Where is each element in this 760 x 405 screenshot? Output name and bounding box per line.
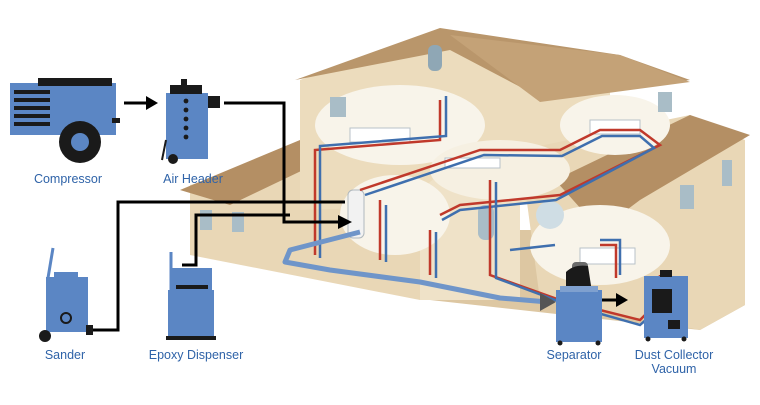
connector-epoxy-house bbox=[182, 213, 290, 267]
air-header-wheel bbox=[168, 154, 178, 164]
pipe-blue-4 bbox=[509, 238, 622, 275]
sander-wheel bbox=[39, 330, 51, 342]
separator-foot-1 bbox=[557, 340, 563, 346]
epoxy-body bbox=[168, 290, 214, 338]
epoxy-top-tank bbox=[170, 268, 212, 290]
interior-glow-upper-left bbox=[315, 85, 485, 165]
vacuum-duct-arrow bbox=[540, 293, 556, 311]
dust-collector-vacuum-icon bbox=[644, 270, 688, 342]
window-center bbox=[478, 205, 494, 240]
compressor-hitch bbox=[112, 118, 120, 123]
fixture-heater bbox=[347, 189, 365, 239]
arrowhead-to-house bbox=[338, 215, 352, 229]
window-upper-right bbox=[658, 92, 672, 112]
arrowhead-to-airheader bbox=[146, 96, 158, 110]
window-left-1 bbox=[200, 210, 212, 230]
connector-airheader-house bbox=[224, 101, 340, 224]
dust-collector-switch bbox=[668, 320, 680, 329]
compressor-label: Compressor bbox=[33, 172, 103, 186]
compressor-top-bar bbox=[38, 78, 112, 86]
air-header-stem bbox=[181, 79, 187, 87]
separator-icon bbox=[556, 265, 602, 346]
window-round bbox=[536, 201, 564, 229]
connector-sander-house bbox=[92, 200, 345, 332]
window-right-1 bbox=[680, 185, 694, 209]
pipe-blue-2 bbox=[364, 134, 657, 222]
arrowhead-to-dust bbox=[616, 293, 628, 307]
connector-arrowheads bbox=[146, 96, 628, 307]
air-header-ports bbox=[183, 98, 189, 140]
house-right-wing-roof bbox=[555, 115, 750, 230]
epoxy-top-stripe bbox=[176, 285, 208, 289]
fixture-tub-lower-right bbox=[579, 247, 636, 265]
house-main-roof-face bbox=[450, 35, 690, 102]
separator-hood bbox=[566, 265, 592, 292]
sander-cap bbox=[54, 272, 78, 279]
air-header-side bbox=[208, 96, 220, 108]
compressor-wheel-hub bbox=[71, 133, 89, 151]
window-attic bbox=[428, 45, 442, 71]
dust-collector-foot-1 bbox=[645, 336, 651, 342]
sander-port bbox=[86, 325, 93, 335]
pipe-red-4 bbox=[600, 243, 618, 278]
dust-collector-cap bbox=[660, 270, 672, 277]
epoxy-dispenser-icon bbox=[166, 252, 216, 340]
air-header-icon bbox=[161, 79, 220, 164]
air-header-label: Air Header bbox=[163, 172, 223, 186]
pipe-red-2 bbox=[359, 128, 663, 217]
connector-lines bbox=[92, 101, 618, 332]
dust-collector-panel bbox=[652, 289, 672, 313]
dust-collector-foot-2 bbox=[681, 336, 687, 342]
separator-label: Separator bbox=[546, 348, 602, 362]
window-left-2 bbox=[232, 212, 244, 232]
separator-body bbox=[556, 290, 602, 342]
sander-handle bbox=[46, 247, 55, 279]
epoxy-dispenser-label: Epoxy Dispenser bbox=[148, 348, 244, 362]
epoxy-base bbox=[166, 336, 216, 340]
compressor-vents bbox=[14, 90, 50, 126]
separator-top bbox=[560, 286, 598, 292]
air-header-top bbox=[170, 85, 202, 94]
dust-collector-label-line1: Dust Collector bbox=[634, 348, 714, 362]
dust-collector-label-line2: Vacuum bbox=[651, 362, 697, 376]
sander-icon bbox=[39, 247, 93, 342]
vacuum-duct bbox=[282, 229, 549, 305]
sander-dial bbox=[60, 312, 72, 324]
sander-label: Sander bbox=[44, 348, 86, 362]
separator-foot-2 bbox=[595, 340, 601, 346]
window-upper-left bbox=[330, 97, 346, 117]
window-right-2 bbox=[722, 160, 732, 186]
compressor-icon bbox=[10, 78, 120, 163]
